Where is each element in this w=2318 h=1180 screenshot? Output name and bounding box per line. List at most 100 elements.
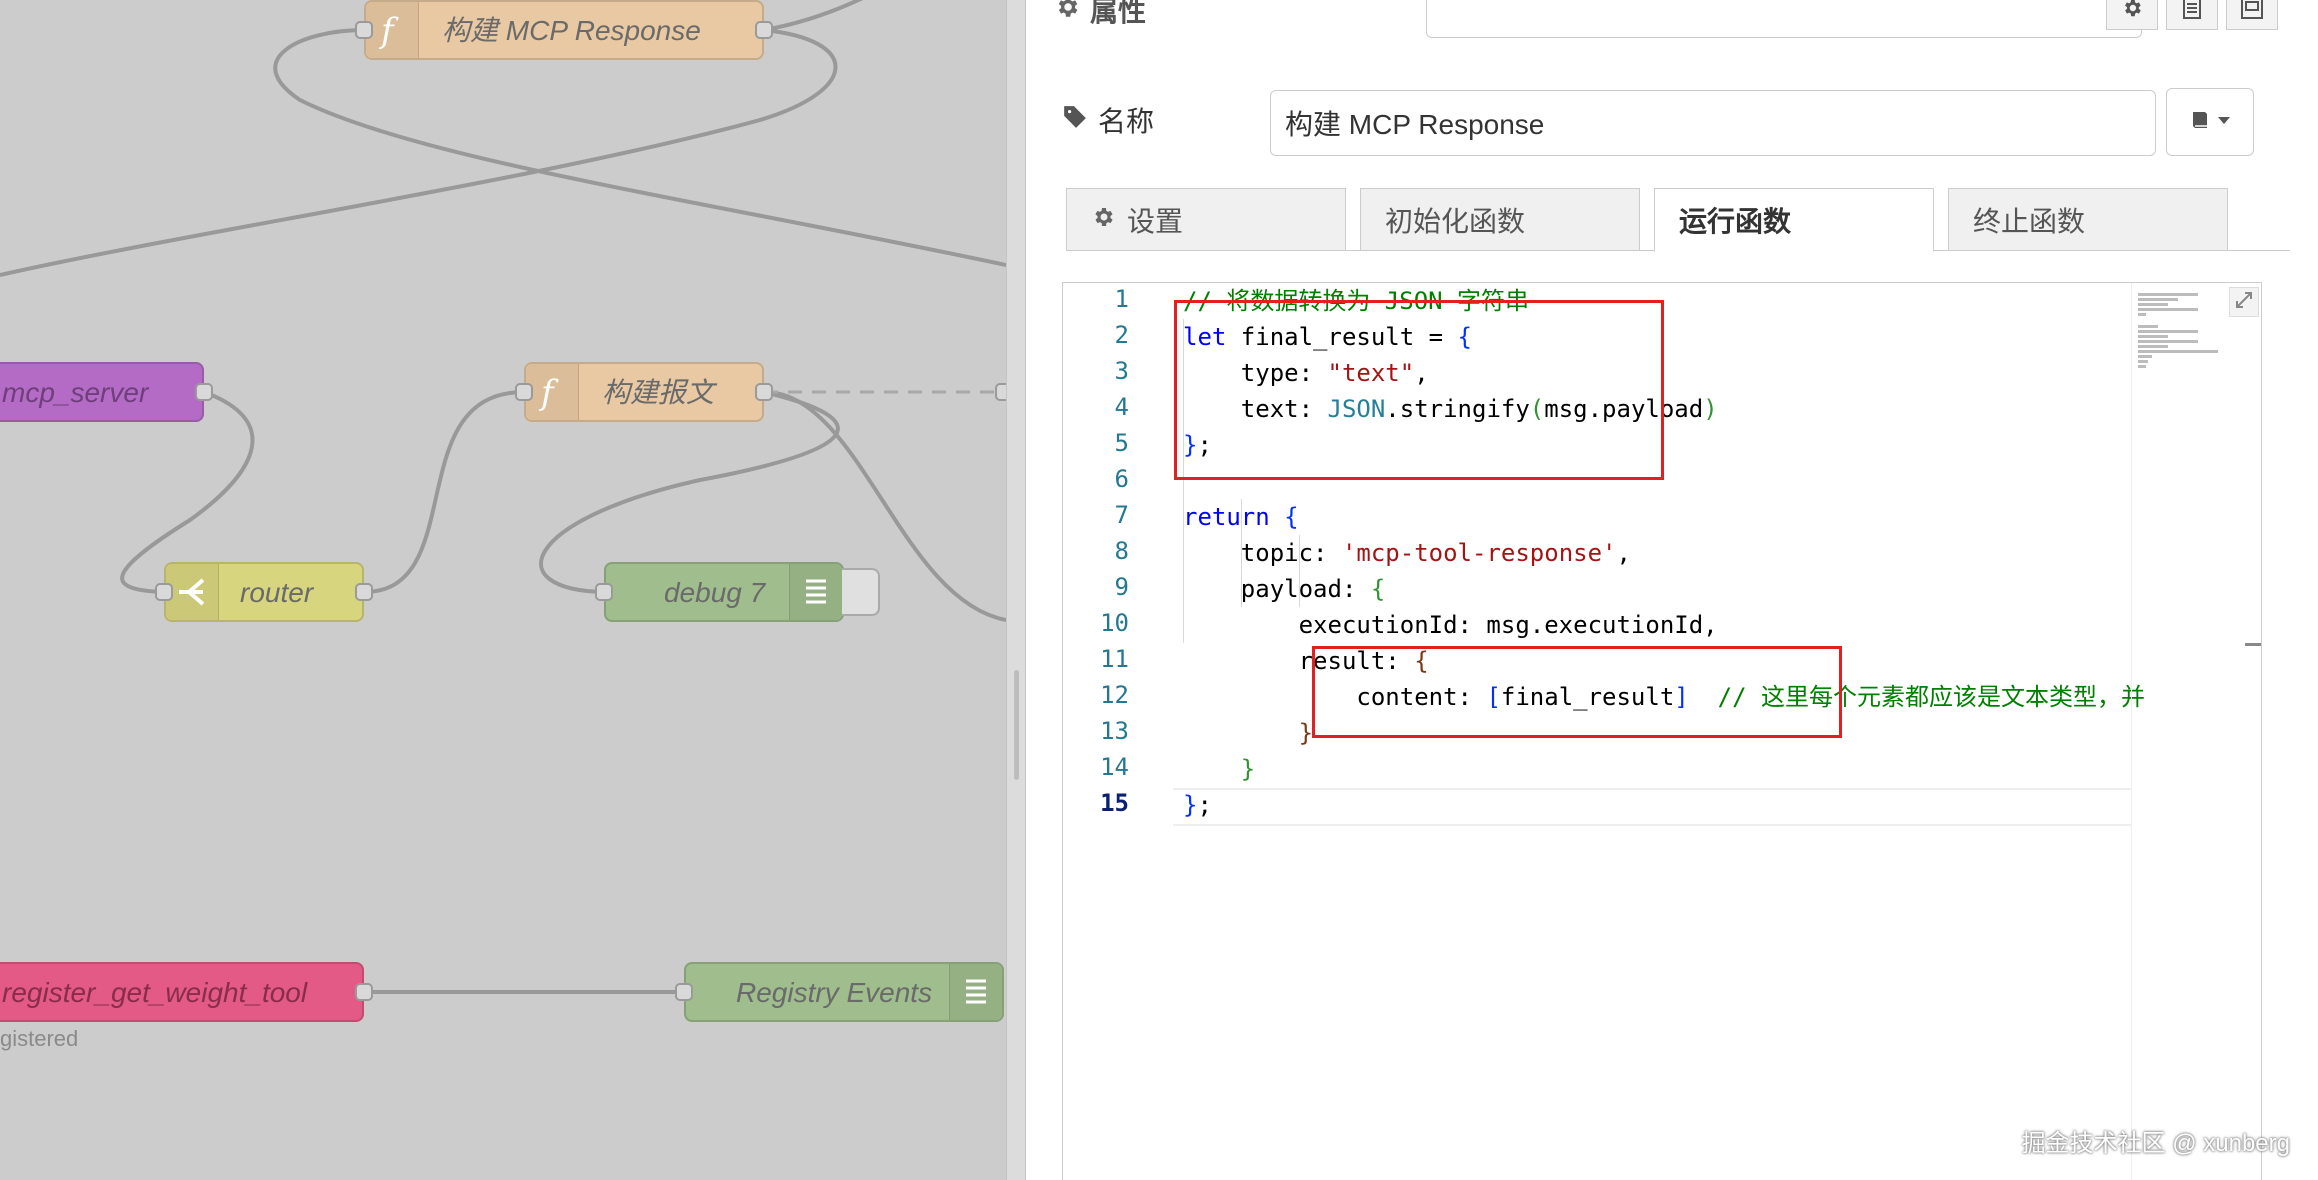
flow-wires <box>0 0 1006 994</box>
wire <box>539 390 840 594</box>
tab-label: 终止函数 <box>1973 205 2086 237</box>
header-field[interactable] <box>1426 0 2142 38</box>
line-number: 12 <box>1100 681 1129 709</box>
highlight-box-final-result <box>1174 300 1664 480</box>
debug-toggle-button[interactable] <box>842 568 880 616</box>
gear-icon <box>2121 0 2143 24</box>
wire <box>120 390 255 594</box>
node-label: mcp_server <box>2 377 149 408</box>
tab-run-function[interactable]: 运行函数 <box>1654 188 1934 252</box>
node-output-port[interactable] <box>355 583 373 601</box>
name-field-label: 名称 <box>1062 100 1154 140</box>
node-input-port[interactable] <box>675 983 693 1001</box>
appearance-tab-button[interactable] <box>2226 0 2278 30</box>
function-icon: f <box>366 2 419 58</box>
expand-editor-button[interactable] <box>2229 287 2259 317</box>
line-number: 9 <box>1114 573 1129 601</box>
tab-init-function[interactable]: 初始化函数 <box>1360 188 1640 250</box>
node-input-port[interactable] <box>155 583 173 601</box>
line-number: 5 <box>1114 429 1129 457</box>
node-label: Registry Events <box>736 977 933 1008</box>
panel-splitter[interactable] <box>1006 0 1026 1180</box>
properties-header[interactable]: 属性 <box>1054 0 1146 30</box>
node-label: register_get_weight_tool <box>2 977 308 1008</box>
tab-label: 运行函数 <box>1679 206 1792 237</box>
editor-scroll-marker[interactable] <box>2245 643 2261 646</box>
code-line-14: } <box>1183 755 1256 783</box>
node-input-port[interactable] <box>595 583 613 601</box>
line-number: 14 <box>1100 753 1129 781</box>
tab-label: 初始化函数 <box>1385 205 1526 237</box>
code-line-7: return { <box>1183 503 1299 531</box>
wire <box>763 0 864 32</box>
line-number: 11 <box>1100 645 1129 673</box>
description-tab-button[interactable] <box>2166 0 2218 30</box>
wire <box>0 28 838 277</box>
line-number: 10 <box>1100 609 1129 637</box>
node-build-mcp-response[interactable]: f 构建 MCP Response <box>364 0 764 60</box>
settings-tab-button[interactable] <box>2106 0 2158 30</box>
wire <box>273 28 1006 267</box>
properties-panel: 属性 名称 设置 初始化函数 运行函数 终止函数 <box>1026 0 2318 1180</box>
node-router[interactable]: router <box>164 562 364 622</box>
code-line-15: }; <box>1183 791 1212 819</box>
gear-icon <box>1054 0 1080 27</box>
node-label: router <box>240 577 314 608</box>
node-label: debug 7 <box>664 577 766 608</box>
node-label: 构建报文 <box>602 377 715 408</box>
code-line-11: result: { <box>1183 647 1429 675</box>
caret-down-icon <box>2217 113 2231 131</box>
indent-guide <box>1299 535 1300 607</box>
node-registry-events[interactable]: Registry Events <box>684 962 1004 1022</box>
line-number: 1 <box>1114 285 1129 313</box>
node-output-port[interactable] <box>755 383 773 401</box>
node-register-tool[interactable]: register_get_weight_tool <box>0 962 364 1022</box>
code-line-2: let final_result = { <box>1183 323 1472 351</box>
node-output-port[interactable] <box>355 983 373 1001</box>
node-build-message[interactable]: f 构建报文 <box>524 362 764 422</box>
line-number: 7 <box>1114 501 1129 529</box>
line-number: 6 <box>1114 465 1129 493</box>
node-debug[interactable]: debug 7 <box>604 562 844 622</box>
flow-canvas[interactable]: f 构建 MCP Response mcp_server f 构建报文 rout… <box>0 0 1006 1180</box>
tab-close-function[interactable]: 终止函数 <box>1948 188 2228 250</box>
line-number: 3 <box>1114 357 1129 385</box>
svg-text:f: f <box>378 11 399 50</box>
panel-title: 属性 <box>1090 0 1147 27</box>
line-number: 13 <box>1100 717 1129 745</box>
tab-settings[interactable]: 设置 <box>1066 188 1346 250</box>
node-input-port[interactable] <box>515 383 533 401</box>
layout-icon <box>2240 0 2264 25</box>
node-output-port[interactable] <box>195 383 213 401</box>
node-output-port[interactable] <box>755 21 773 39</box>
node-mcp-server[interactable]: mcp_server <box>0 362 204 422</box>
node-output-port[interactable] <box>995 383 1006 401</box>
book-icon <box>2189 109 2211 136</box>
switch-icon <box>166 564 219 620</box>
name-label-text: 名称 <box>1098 106 1155 137</box>
name-input[interactable] <box>1270 90 2156 156</box>
library-menu-button[interactable] <box>2166 88 2254 156</box>
highlight-box-content <box>1312 646 1842 738</box>
code-minimap[interactable] <box>2131 283 2261 1180</box>
splitter-grip[interactable] <box>1014 670 1019 780</box>
list-icon <box>789 564 842 620</box>
code-line-5: }; <box>1183 431 1212 459</box>
indent-guide <box>1183 319 1184 463</box>
code-line-10: executionId: msg.executionId, <box>1183 611 1718 639</box>
wire <box>763 390 1006 622</box>
line-number: 2 <box>1114 321 1129 349</box>
tab-label: 设置 <box>1127 205 1184 237</box>
tag-icon <box>1062 104 1088 137</box>
node-label: 构建 MCP Response <box>442 15 701 46</box>
current-line-highlight <box>1173 788 2131 826</box>
gear-icon <box>1091 204 1115 236</box>
node-input-port[interactable] <box>355 21 373 39</box>
code-line-8: topic: 'mcp-tool-response', <box>1183 539 1631 567</box>
line-number: 15 <box>1100 789 1129 817</box>
wire <box>363 390 525 594</box>
watermark: 掘金技术社区 @ xunberg <box>2021 1130 2290 1157</box>
indent-guide <box>1241 499 1242 607</box>
expand-icon <box>2235 291 2253 314</box>
